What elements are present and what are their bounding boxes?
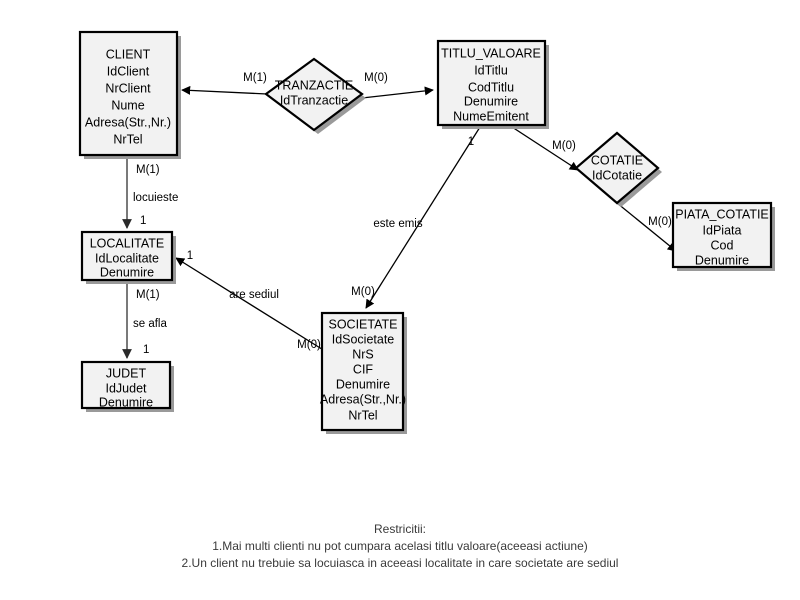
edge-relationship-label: are sediul bbox=[229, 289, 279, 301]
edge-relationship-label: este emis bbox=[373, 218, 422, 230]
edge-cardinality-label: 1 bbox=[187, 250, 193, 262]
entity-client[interactable]: CLIENT IdClient NrClient Nume Adresa(Str… bbox=[78, 30, 181, 159]
edge-client-localitate: M(1) locuieste 1 bbox=[122, 156, 178, 229]
edge-tranzactie-client: M(1) bbox=[181, 72, 268, 95]
entity-attribute: IdJudet bbox=[105, 381, 147, 395]
edge-cotatie-piata-cotatie: M(0) bbox=[616, 202, 677, 252]
entity-attribute: Denumire bbox=[100, 265, 154, 279]
edge-societate-localitate: 1 are sediul M(0) bbox=[175, 250, 326, 352]
entity-attribute: Denumire bbox=[464, 94, 518, 108]
relationship-cotatie[interactable]: COTATIE IdCotatie bbox=[574, 131, 662, 207]
edge-cardinality-label: M(1) bbox=[136, 289, 160, 301]
relationship-tranzactie[interactable]: TRANZACTIE IdTranzactie bbox=[264, 57, 366, 134]
entity-attribute: Denumire bbox=[99, 395, 153, 409]
edge-line bbox=[511, 126, 579, 171]
entity-box[interactable] bbox=[436, 39, 547, 127]
entity-judet[interactable]: JUDET IdJudet Denumire bbox=[80, 360, 174, 412]
entity-piata-cotatie[interactable]: PIATA_COTATIE IdPiata Cod Denumire bbox=[671, 201, 775, 271]
relationship-title: TRANZACTIE bbox=[275, 78, 353, 92]
edge-titlu-valoare-societate: 1 este emis M(0) bbox=[351, 126, 481, 309]
edge-line bbox=[616, 202, 677, 252]
entity-box[interactable] bbox=[78, 30, 179, 157]
entity-title: CLIENT bbox=[106, 47, 151, 61]
edge-cardinality-label: M(0) bbox=[351, 286, 375, 298]
entity-attribute: IdPiata bbox=[703, 223, 742, 237]
entity-attribute: NrS bbox=[352, 347, 374, 361]
edge-cardinality-label: M(0) bbox=[364, 72, 388, 84]
edge-cardinality-label: 1 bbox=[140, 215, 146, 227]
edge-line bbox=[181, 85, 268, 95]
restrictions-notes: Restricitii: 1.Mai multi clienti nu pot … bbox=[182, 522, 619, 570]
entity-attribute: NrClient bbox=[105, 81, 151, 95]
entity-attribute: Denumire bbox=[695, 253, 749, 267]
relationship-attribute: IdCotatie bbox=[592, 168, 642, 182]
entity-attribute: NrTel bbox=[348, 408, 377, 422]
entity-attribute: IdTitlu bbox=[474, 63, 508, 77]
relationship-title: COTATIE bbox=[591, 153, 643, 167]
entity-box[interactable] bbox=[80, 360, 172, 410]
edge-cardinality-label: M(1) bbox=[243, 72, 267, 84]
entity-localitate[interactable]: LOCALITATE IdLocalitate Denumire bbox=[80, 230, 176, 284]
entity-attribute: NumeEmitent bbox=[453, 109, 529, 123]
edge-cardinality-label: 1 bbox=[468, 136, 474, 148]
edge-titlu-valoare-cotatie: M(0) bbox=[511, 126, 579, 171]
relationship-diamond[interactable] bbox=[574, 131, 660, 205]
edge-cardinality-label: M(0) bbox=[648, 216, 672, 228]
notes-heading: Restricitii: bbox=[374, 522, 426, 536]
edge-line bbox=[365, 126, 481, 309]
entity-attribute: IdLocalitate bbox=[95, 251, 159, 265]
entity-box[interactable] bbox=[320, 311, 405, 432]
entity-attribute: CodTitlu bbox=[468, 80, 514, 94]
entity-attribute: Cod bbox=[711, 238, 734, 252]
notes-line-1: 1.Mai multi clienti nu pot cumpara acela… bbox=[212, 539, 588, 553]
entity-attribute: IdClient bbox=[107, 64, 150, 78]
entity-box[interactable] bbox=[671, 201, 773, 269]
entity-attribute: IdSocietate bbox=[332, 332, 395, 346]
edge-line bbox=[175, 257, 326, 352]
edge-relationship-label: locuieste bbox=[133, 192, 178, 204]
edge-localitate-judet: M(1) se afla 1 bbox=[122, 281, 167, 359]
entity-title: SOCIETATE bbox=[329, 317, 398, 331]
relationship-diamond[interactable] bbox=[264, 57, 364, 132]
edge-cardinality-label: M(0) bbox=[552, 140, 576, 152]
entity-attribute: Denumire bbox=[336, 377, 390, 391]
entity-title: PIATA_COTATIE bbox=[675, 207, 769, 221]
entity-attribute: Adresa(Str.,Nr.) bbox=[85, 115, 171, 129]
entity-attribute: Nume bbox=[111, 98, 144, 112]
edge-cardinality-label: M(1) bbox=[136, 164, 160, 176]
entity-attribute: NrTel bbox=[113, 132, 142, 146]
edge-relationship-label: se afla bbox=[133, 318, 167, 330]
relationship-attribute: IdTranzactie bbox=[280, 93, 348, 107]
entity-title: JUDET bbox=[106, 366, 147, 380]
edge-cardinality-label: M(0) bbox=[297, 339, 321, 351]
entity-titlu-valoare[interactable]: TITLU_VALOARE IdTitlu CodTitlu Denumire … bbox=[436, 39, 549, 129]
edge-cardinality-label: 1 bbox=[143, 344, 149, 356]
notes-line-2: 2.Un client nu trebuie sa locuiasca in a… bbox=[182, 556, 619, 570]
entity-title: TITLU_VALOARE bbox=[441, 46, 541, 60]
entity-attribute: CIF bbox=[353, 362, 374, 376]
entity-societate[interactable]: SOCIETATE IdSocietate NrS CIF Denumire A… bbox=[320, 311, 407, 434]
entity-box[interactable] bbox=[80, 230, 174, 282]
edge-line bbox=[361, 86, 434, 99]
entity-attribute: Adresa(Str.,Nr.) bbox=[320, 392, 406, 406]
entity-title: LOCALITATE bbox=[90, 236, 165, 250]
edge-tranzactie-titlu-valoare: M(0) bbox=[361, 72, 434, 99]
